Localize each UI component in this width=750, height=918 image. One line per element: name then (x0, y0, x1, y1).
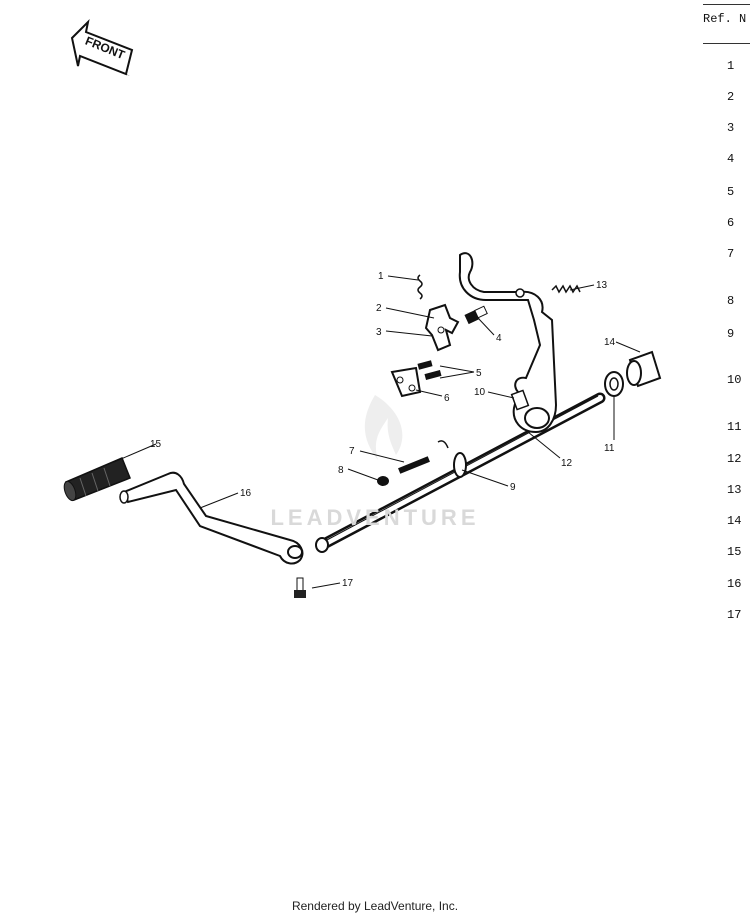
ref-number: 16 (727, 577, 742, 591)
stopper-plate (424, 303, 460, 352)
callout-14: 14 (604, 337, 616, 348)
ref-number: 12 (727, 452, 742, 466)
ref-number: 10 (727, 373, 742, 387)
front-arrow-icon: FRONT (70, 18, 134, 76)
callout-3: 3 (376, 327, 382, 338)
ref-number: 1 (727, 59, 735, 73)
ref-number: 14 (727, 514, 742, 528)
bolt-part-17 (294, 577, 306, 598)
ref-number: 7 (727, 247, 735, 261)
plate-part-6 (390, 366, 422, 398)
leader-lines (113, 275, 641, 589)
collar-part-14 (626, 350, 662, 388)
callout-11: 11 (604, 443, 615, 454)
callout-15: 15 (150, 439, 162, 450)
callout-13: 13 (596, 280, 608, 291)
seal-part-9 (437, 440, 467, 478)
ref-number: 9 (727, 327, 735, 341)
watermark-logo-icon (364, 395, 403, 460)
ref-number: 3 (727, 121, 735, 135)
callout-8: 8 (338, 465, 344, 476)
washer-part-11 (604, 371, 624, 397)
bolts-part-5 (417, 360, 442, 380)
callout-9: 9 (510, 482, 516, 493)
ref-number: 8 (727, 294, 735, 308)
callout-1: 1 (378, 271, 384, 282)
callout-10: 10 (474, 387, 486, 398)
callout-7: 7 (349, 446, 355, 457)
pedal-rubber-part-15 (63, 457, 131, 502)
watermark-text: LEADVENTURE (270, 505, 480, 530)
footer-credit: Rendered by LeadVenture, Inc. (291, 899, 459, 913)
ref-column-header: Ref. N (703, 12, 747, 26)
ref-number: 5 (727, 185, 735, 199)
ref-number: 6 (727, 216, 735, 230)
callout-12: 12 (561, 458, 573, 469)
ref-number: 2 (727, 90, 735, 104)
ref-number: 11 (727, 420, 742, 434)
callout-5: 5 (476, 368, 482, 379)
table-rule-header (703, 43, 750, 44)
callout-2: 2 (376, 303, 382, 314)
bolt-part-4 (464, 305, 488, 325)
callout-labels: 1 2 3 4 5 6 7 8 9 10 11 12 13 14 15 16 1… (150, 271, 616, 589)
reference-number-column: Ref. N 1 2 3 4 5 6 7 8 9 10 11 12 13 14 … (703, 0, 750, 640)
shift-arm (458, 252, 558, 434)
pin-part-7 (398, 456, 430, 474)
ref-number: 17 (727, 608, 742, 622)
spring-part-13 (551, 284, 581, 294)
nut-part-8 (377, 476, 389, 486)
pedal-lever-part-16 (119, 471, 304, 565)
callout-16: 16 (240, 488, 252, 499)
callout-4: 4 (496, 333, 502, 344)
callout-6: 6 (444, 393, 450, 404)
callout-17: 17 (342, 578, 354, 589)
ref-number: 4 (727, 152, 735, 166)
spring-part-1 (417, 274, 423, 300)
ref-number: 13 (727, 483, 742, 497)
ref-number: 15 (727, 545, 742, 559)
table-rule-top (703, 4, 750, 5)
